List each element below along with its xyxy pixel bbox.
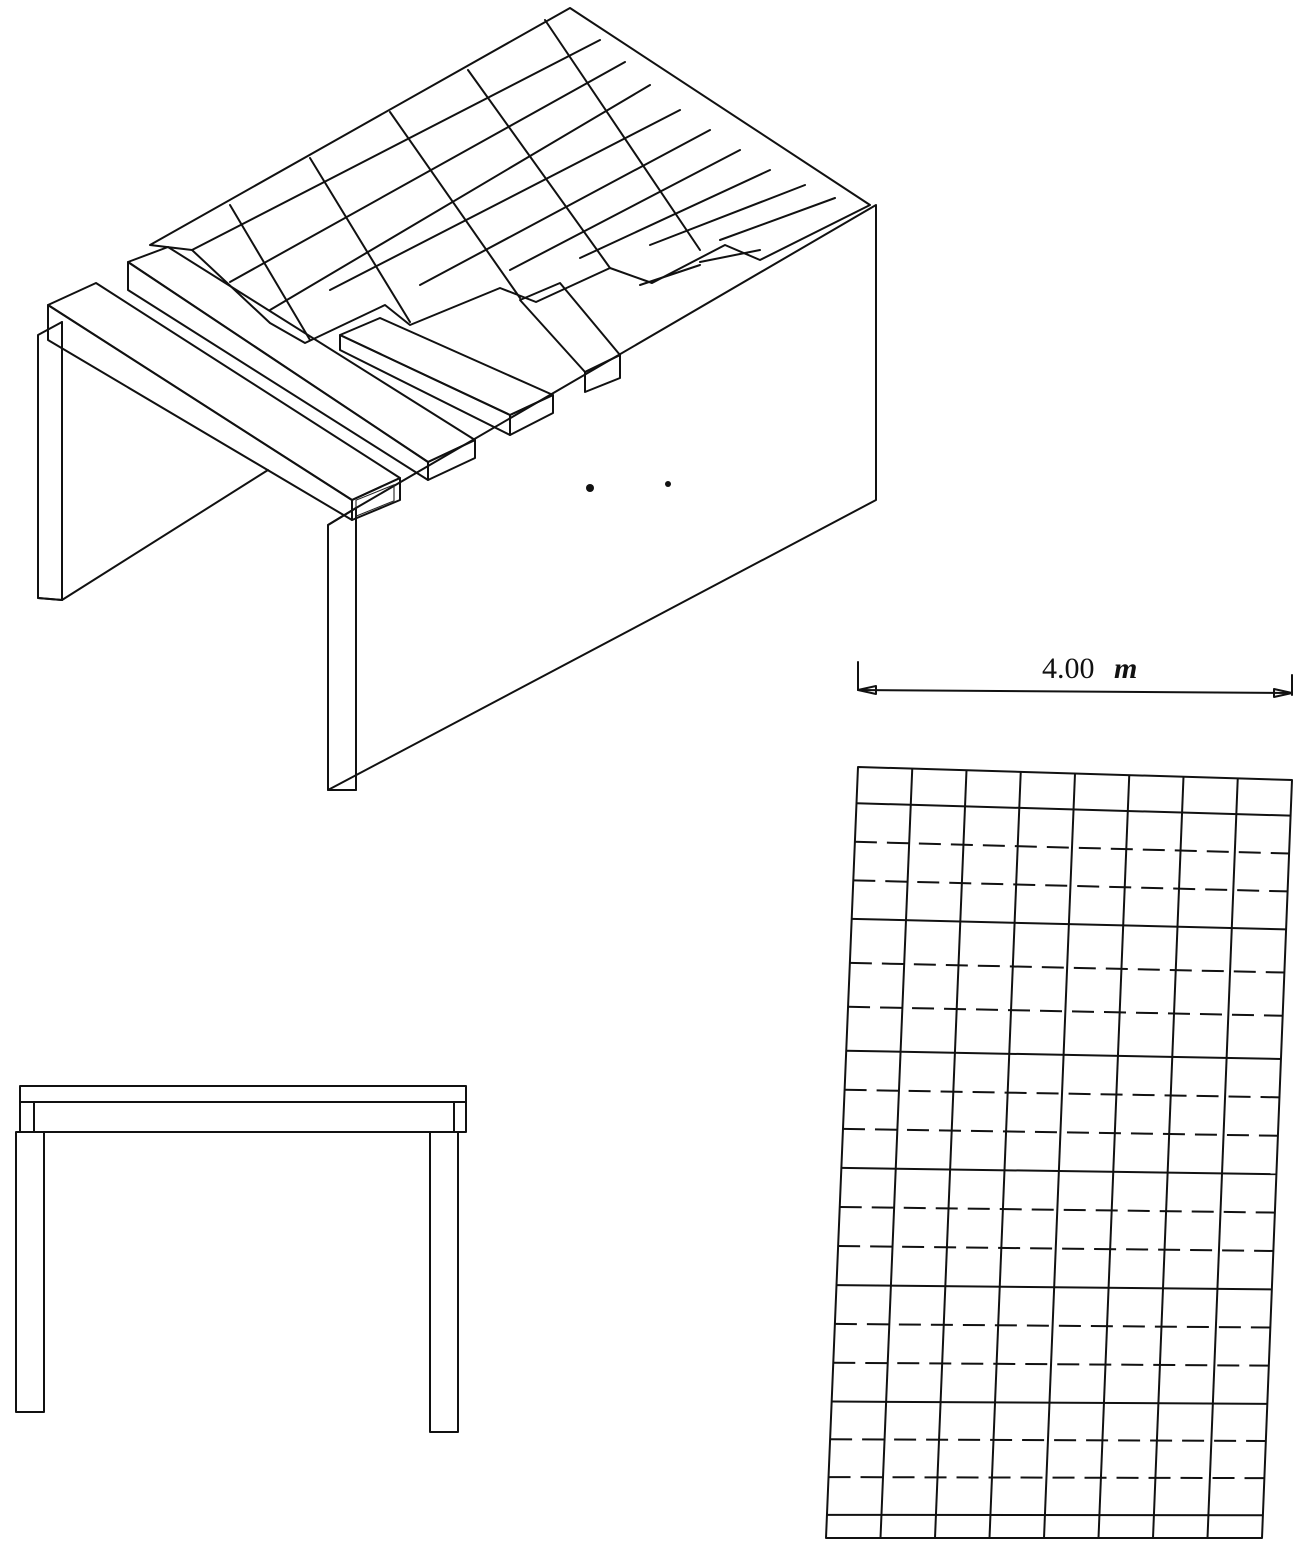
plan-solid-row-line	[851, 917, 1287, 931]
plan-solid-row-line	[836, 1284, 1272, 1291]
elevation-beam	[33, 1101, 455, 1133]
plan-dashed-row-line	[833, 1361, 1269, 1367]
plan-dashed-row-line	[842, 1127, 1278, 1137]
beam-1	[47, 282, 401, 521]
scale-label: 4.00 m	[1042, 652, 1137, 685]
plan-dashed-row-line	[853, 879, 1288, 893]
plan-column-line	[1097, 775, 1131, 1539]
plan-dashed-row-line	[828, 1476, 1265, 1480]
beam-4	[519, 282, 621, 393]
right-brick-wall	[327, 204, 877, 791]
steel-beams	[47, 246, 761, 521]
front-elevation	[15, 1085, 467, 1433]
plan-solid-row-line	[831, 1400, 1268, 1405]
scale-bar: 4.00 m	[857, 652, 1293, 698]
plan-dashed-row-line	[834, 1322, 1271, 1329]
plan-dashed-row-line	[848, 1005, 1283, 1017]
plan-column-line	[988, 771, 1022, 1539]
plan-column-line	[934, 770, 968, 1539]
plan-view-grid	[825, 766, 1293, 1539]
isometric-view	[37, 7, 877, 791]
left-brick-wall	[37, 321, 269, 601]
elevation-left-pier	[15, 1131, 45, 1413]
roof-panel-grid	[149, 7, 871, 344]
plan-dashed-row-line	[849, 961, 1285, 974]
elevation-right-pier	[429, 1131, 459, 1433]
plan-dashed-row-line	[839, 1205, 1275, 1214]
scale-value: 4.00	[1042, 652, 1095, 685]
beam-3	[339, 317, 554, 436]
scale-unit: m	[1114, 652, 1137, 685]
beam-2	[127, 246, 476, 481]
plan-column-line	[1206, 778, 1239, 1539]
plan-column-line	[1152, 776, 1185, 1539]
plan-solid-row-line	[846, 1049, 1281, 1060]
plan-dashed-row-line	[844, 1088, 1280, 1099]
plan-dashed-row-line	[830, 1438, 1266, 1442]
plan-column-line	[1043, 773, 1076, 1539]
plan-dashed-row-line	[838, 1245, 1274, 1252]
plan-solid-row-line	[856, 802, 1291, 817]
wall-edge-line	[61, 469, 269, 601]
plan-solid-row-line	[841, 1166, 1277, 1176]
plan-grid-lines	[826, 768, 1291, 1539]
plan-dashed-row-line	[854, 840, 1290, 855]
plan-column-line	[879, 768, 914, 1539]
